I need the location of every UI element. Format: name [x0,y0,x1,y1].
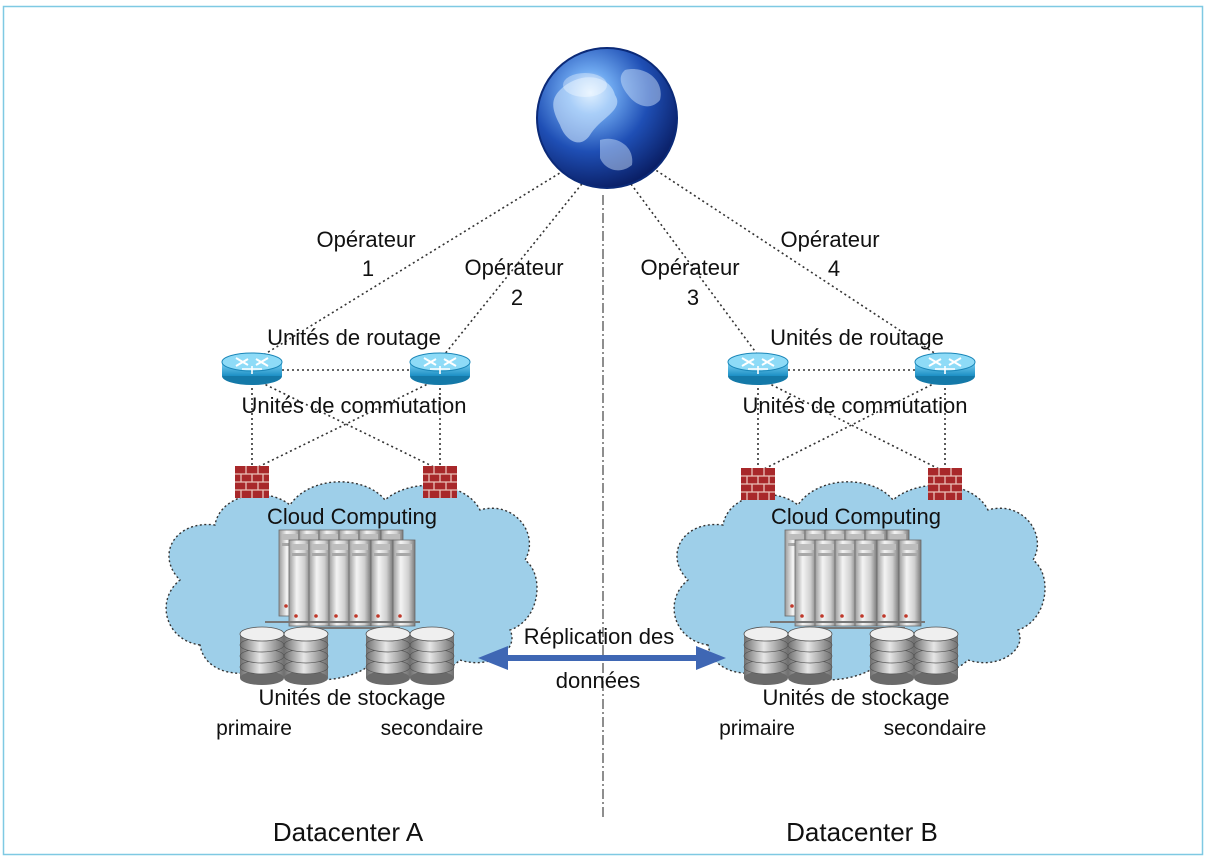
operator-4-number: 4 [828,256,840,281]
operator-1-number: 1 [362,256,374,281]
switching-units-a-label: Unités de commutation [242,393,467,418]
firewall-b1-icon [740,467,776,501]
switching-units-b-label: Unités de commutation [743,393,968,418]
storage-primary-b-label: primaire [719,717,795,740]
operator-2-label: Opérateur [464,255,563,280]
operator-4-label: Opérateur [780,227,879,252]
operator-3-label: Opérateur [640,255,739,280]
operator-2-number: 2 [511,285,523,310]
firewall-b2-icon [927,467,963,501]
cloud-computing-a-label: Cloud Computing [267,504,437,529]
storage-secondary-a-label: secondaire [381,717,484,740]
storage-primary-a-label: primaire [216,717,292,740]
server-rack-a-icon [265,529,420,629]
router-a1-icon [221,352,283,386]
cloud-computing-b-label: Cloud Computing [771,504,941,529]
datacenter-a-links [251,369,441,471]
storage-units-a-label: Unités de stockage [258,685,445,710]
storage-secondary-b-label: secondaire [884,717,987,740]
datacenter-b-title: Datacenter B [786,817,938,847]
replication-label-line1: Réplication des [524,624,674,649]
firewall-a2-icon [422,465,458,499]
operator-3-number: 3 [687,285,699,310]
storage-units-b-label: Unités de stockage [762,685,949,710]
routing-units-b-label: Unités de routage [770,325,944,350]
datacenter-a-title: Datacenter A [273,817,424,847]
routing-units-a-label: Unités de routage [267,325,441,350]
datacenter-b-links [757,369,946,473]
router-a2-icon [409,352,471,386]
globe-icon [536,47,678,189]
router-b1-icon [727,352,789,386]
operator-1-label: Opérateur [316,227,415,252]
server-rack-b-icon [770,529,925,629]
firewall-a1-icon [234,465,270,499]
operator-links [251,164,946,363]
replication-label-line2: données [556,668,640,693]
router-b2-icon [914,352,976,386]
replication-arrow-icon [478,646,726,670]
